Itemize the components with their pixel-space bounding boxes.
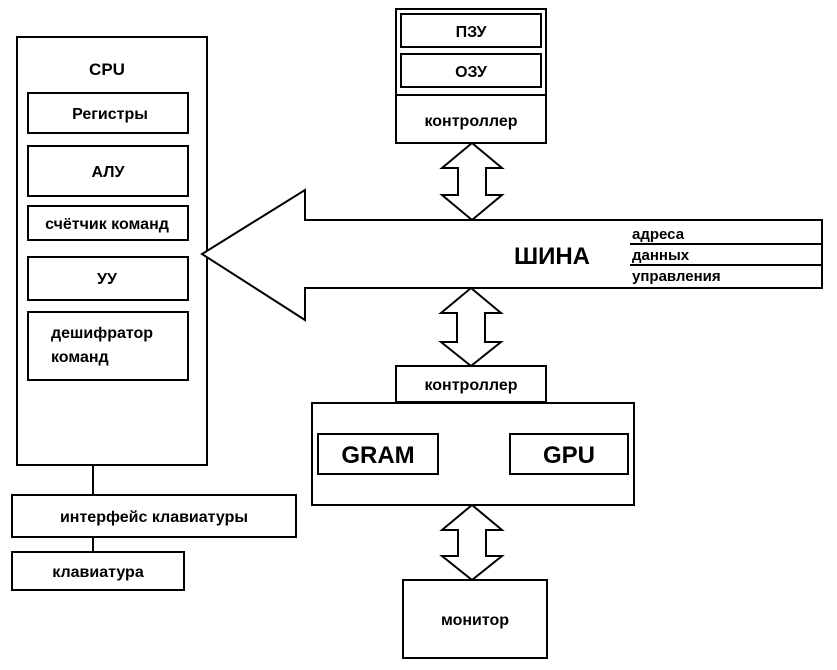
control-unit-box (27, 256, 189, 301)
bus-video-double-arrow (438, 286, 504, 368)
video-block: контроллер GRAM GPU (311, 365, 635, 506)
decoder-label-line1: дешифратор (51, 325, 153, 342)
control-unit-label: УУ (97, 271, 118, 288)
rom-box (400, 13, 542, 48)
keyboard-interface-label: интерфейс клавиатуры (60, 509, 248, 526)
memory-controller-label: контроллер (424, 113, 517, 130)
program-counter-label: счётчик команд (45, 216, 169, 233)
monitor-label: монитор (441, 612, 509, 629)
alu-box (27, 145, 189, 197)
rom-label: ПЗУ (456, 24, 488, 41)
registers-box (27, 92, 189, 134)
bus-line-control-label: управления (632, 268, 721, 285)
gram-box (317, 433, 439, 475)
memory-block: ПЗУ ОЗУ контроллер (395, 8, 547, 144)
ram-label: ОЗУ (455, 64, 488, 81)
video-controller-label: контроллер (424, 377, 517, 394)
video-controller-box (395, 365, 547, 403)
cpu-block: CPU Регистры АЛУ счётчик команд УУ дешиф… (16, 36, 208, 466)
gram-label: GRAM (341, 442, 414, 469)
keyboard-label: клавиатура (52, 564, 144, 581)
monitor-box (402, 579, 548, 659)
bus-line-address-label: адреса (632, 226, 685, 243)
gpu-label: GPU (543, 442, 595, 469)
decoder-box (27, 311, 189, 381)
decoder-label-line2: команд (51, 349, 109, 366)
video-monitor-double-arrow (439, 503, 505, 582)
registers-label: Регистры (72, 106, 148, 123)
bus-label: ШИНА (514, 243, 590, 270)
alu-label: АЛУ (92, 164, 126, 181)
ram-box (400, 53, 542, 88)
keyboard-box (11, 551, 185, 591)
memory-bus-double-arrow (439, 141, 505, 222)
cpu-title: CPU (89, 60, 125, 79)
bus-arrow (200, 188, 823, 322)
program-counter-box (27, 205, 189, 241)
keyboard-interface-box (11, 494, 297, 538)
gpu-box (509, 433, 629, 475)
bus-line-data-label: данных (632, 247, 690, 264)
